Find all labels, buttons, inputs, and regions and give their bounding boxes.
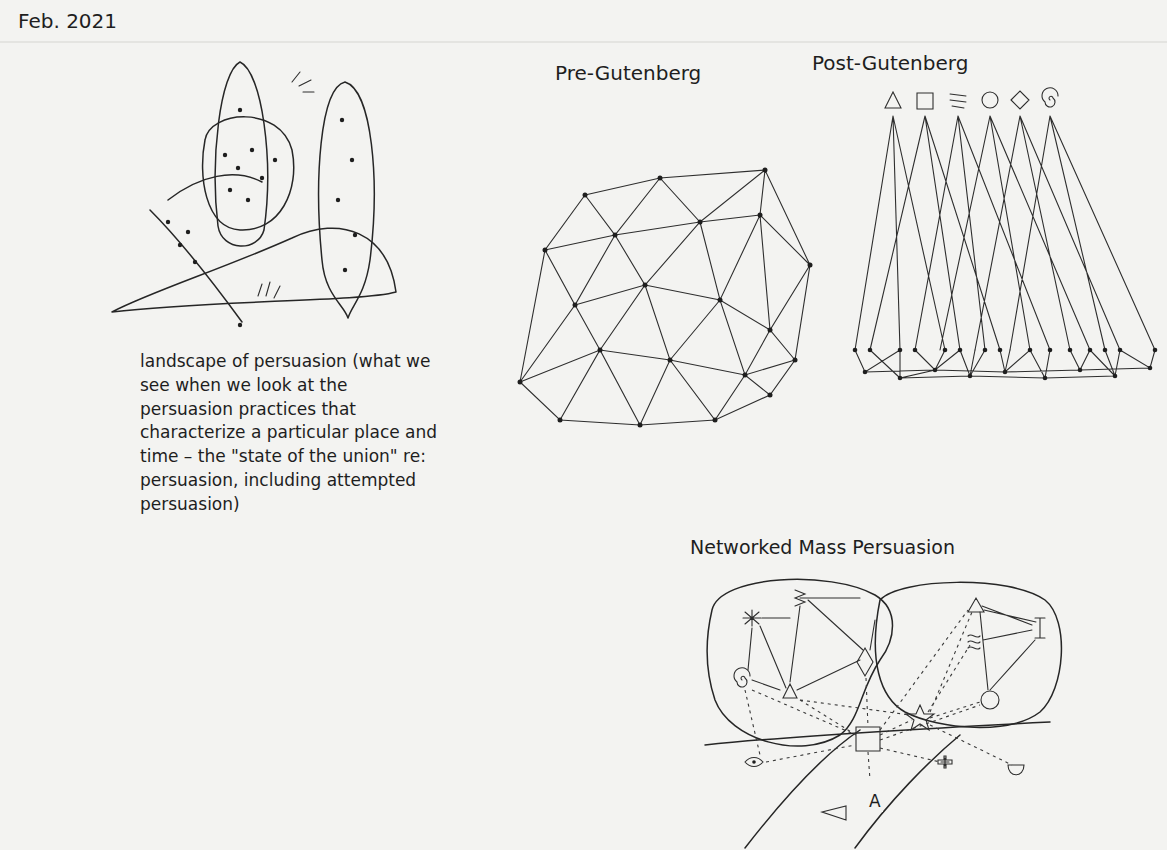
mesh-lines (520, 170, 810, 425)
dots (166, 108, 357, 327)
section-heading: Pre-Gutenberg (555, 60, 775, 86)
pre-gutenberg-mesh (518, 168, 813, 428)
audience-mesh (855, 350, 1155, 378)
road-line (705, 722, 1050, 745)
audience-dots (853, 348, 1158, 381)
section-heading: Networked Mass Persuasion (690, 535, 1030, 560)
eye-pupil (752, 760, 756, 764)
cluster-outline (875, 582, 1061, 727)
sunburst-strokes (258, 72, 314, 298)
spiral-symbol (1042, 88, 1058, 107)
symbol-letter: A (867, 790, 883, 812)
network-links (748, 598, 1036, 690)
crossing-line (168, 175, 262, 200)
network-sketch (705, 579, 1061, 848)
eye-symbol (745, 758, 763, 767)
broadcast-lines (855, 116, 1155, 350)
blob-shape (203, 117, 294, 230)
network-links (745, 610, 1012, 780)
spiral-symbol (734, 668, 750, 687)
road-line (855, 735, 960, 848)
crossing-line (150, 210, 242, 322)
section-heading: Post-Gutenberg (812, 50, 1062, 76)
source-symbols (885, 91, 1029, 109)
post-gutenberg-broadcast (853, 88, 1158, 381)
loop-shape (112, 228, 396, 312)
network-symbols (743, 590, 1045, 820)
teardrop-shape (319, 82, 374, 318)
circle-symbol (981, 691, 999, 709)
mesh-dots (518, 168, 813, 428)
landscape-sketch (112, 62, 396, 327)
note-text: landscape of persuasion (what we see whe… (140, 350, 440, 517)
circle-symbol (982, 92, 998, 108)
date-note: Feb. 2021 (18, 8, 218, 34)
teardrop-shape (215, 62, 267, 246)
paper-edge (0, 41, 1167, 42)
